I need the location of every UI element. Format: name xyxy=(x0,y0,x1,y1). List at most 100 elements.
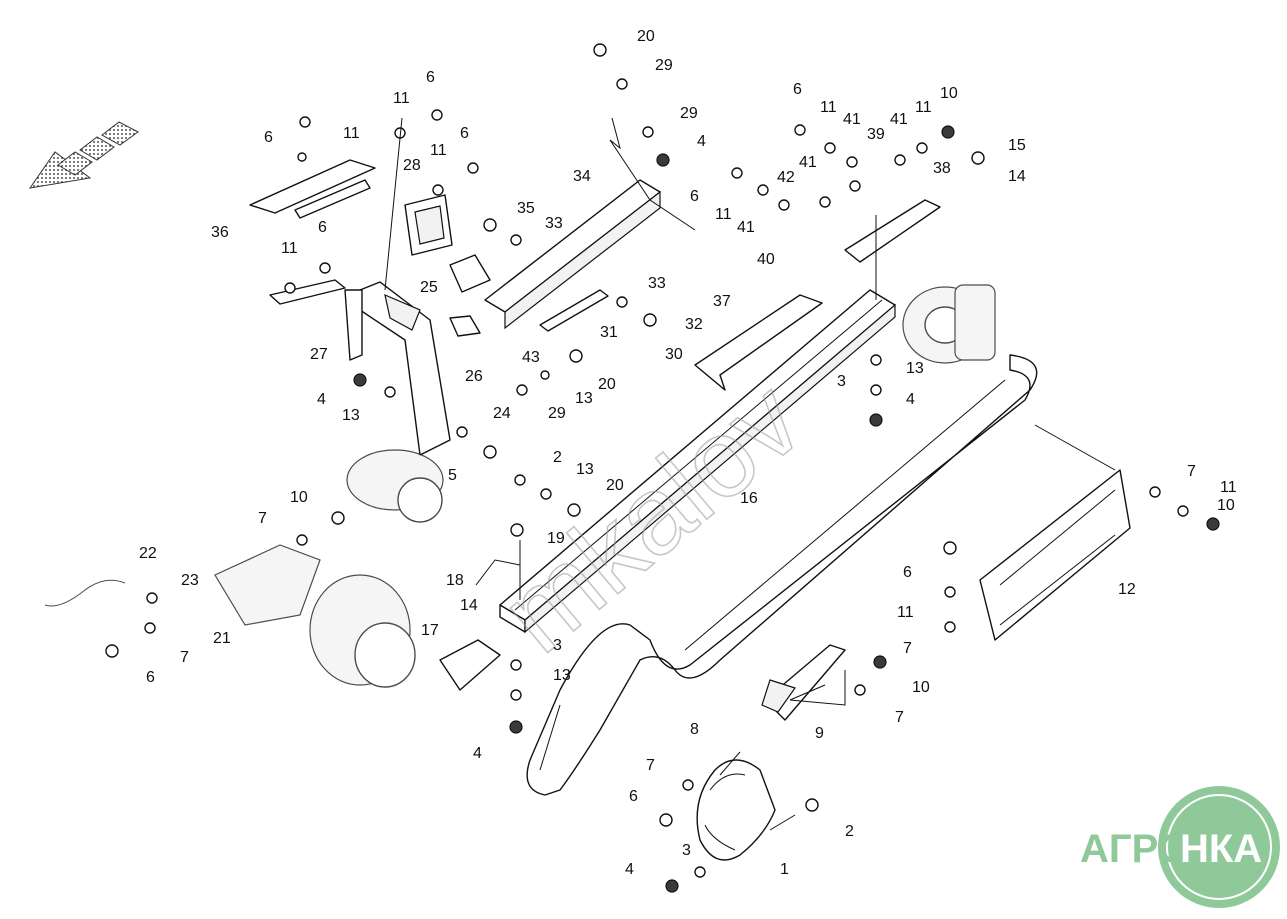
callout-label: 28 xyxy=(403,157,421,174)
callout-label: 20 xyxy=(606,477,624,494)
callout-label: 17 xyxy=(421,622,439,639)
callout-label: 24 xyxy=(493,405,511,422)
shield-parts xyxy=(439,199,1131,721)
plate-parts xyxy=(249,159,491,337)
callout-label: 10 xyxy=(290,489,308,506)
callout-label: 19 xyxy=(547,530,565,547)
callout-label: 33 xyxy=(545,215,563,232)
callout-label: 20 xyxy=(598,376,616,393)
callout-label: 6 xyxy=(793,81,802,98)
callout-label: 5 xyxy=(448,467,457,484)
upright-bracket-part xyxy=(344,281,451,456)
callout-label: 1 xyxy=(780,861,789,878)
callout-label: 21 xyxy=(213,630,231,647)
upper-beam-part xyxy=(484,179,661,332)
callout-label: 8 xyxy=(690,721,699,738)
callout-label: 14 xyxy=(460,597,478,614)
callout-label: 26 xyxy=(465,368,483,385)
callout-label: 4 xyxy=(697,133,706,150)
callout-label: 41 xyxy=(799,154,817,171)
callout-label: 29 xyxy=(680,105,698,122)
callout-label: 23 xyxy=(181,572,199,589)
fastener-set xyxy=(105,43,1220,893)
callout-label: 6 xyxy=(264,129,273,146)
callout-label: 30 xyxy=(665,346,683,363)
callout-label: 40 xyxy=(757,251,775,268)
callout-label: 14 xyxy=(1008,168,1026,185)
callout-label: 4 xyxy=(906,391,915,408)
callout-label: 11 xyxy=(820,99,837,116)
callout-label: 2 xyxy=(553,449,562,466)
callout-label: 7 xyxy=(1187,463,1196,480)
callout-label: 13 xyxy=(576,461,594,478)
travel-direction-arrow xyxy=(28,121,139,189)
callout-label: 35 xyxy=(517,200,535,217)
callout-label: 27 xyxy=(310,346,328,363)
logo-left-text: АГРО xyxy=(1080,827,1189,871)
callout-label: 11 xyxy=(393,90,410,107)
callout-label: 15 xyxy=(1008,137,1026,154)
callout-label: 6 xyxy=(629,788,638,805)
logo-right-text: НКА xyxy=(1180,827,1262,871)
callout-label: 37 xyxy=(713,293,731,310)
callout-label: 22 xyxy=(139,545,157,562)
leader-lines xyxy=(384,117,1116,831)
callout-label: 4 xyxy=(473,745,482,762)
callout-label: 11 xyxy=(281,240,298,257)
callout-label: 20 xyxy=(637,28,655,45)
callout-label: 36 xyxy=(211,224,229,241)
callout-label: 2 xyxy=(845,823,854,840)
callout-label: 38 xyxy=(933,160,951,177)
callout-label: 11 xyxy=(430,142,447,159)
callout-labels: 1 2 2 3 3 3 4 4 4 4 4 5 6 6 6 6 6 6 6 6 … xyxy=(139,28,1237,878)
callout-label: 11 xyxy=(915,99,932,116)
callout-label: 13 xyxy=(553,667,571,684)
callout-label: 13 xyxy=(906,360,924,377)
gear-housing-part xyxy=(696,759,776,861)
callout-label: 42 xyxy=(777,169,795,186)
callout-label: 10 xyxy=(940,85,958,102)
callout-label: 41 xyxy=(890,111,908,128)
callout-label: 11 xyxy=(1220,479,1237,496)
callout-label: 3 xyxy=(682,842,691,859)
callout-label: 25 xyxy=(420,279,438,296)
callout-label: 16 xyxy=(740,490,758,507)
callout-label: 4 xyxy=(317,391,326,408)
callout-label: 32 xyxy=(685,316,703,333)
watermark: mkalov xyxy=(478,357,826,677)
svg-text:mkalov: mkalov xyxy=(478,358,824,676)
callout-label: 6 xyxy=(426,69,435,86)
callout-label: 11 xyxy=(897,604,914,621)
agronka-logo: АГРО НКА xyxy=(1080,786,1280,908)
context-machinery xyxy=(44,284,996,688)
callout-label: 29 xyxy=(655,57,673,74)
callout-label: 7 xyxy=(895,709,904,726)
callout-label: 7 xyxy=(646,757,655,774)
callout-label: 18 xyxy=(446,572,464,589)
callout-label: 7 xyxy=(258,510,267,527)
callout-label: 4 xyxy=(625,861,634,878)
callout-label: 3 xyxy=(837,373,846,390)
callout-label: 39 xyxy=(867,126,885,143)
callout-label: 6 xyxy=(903,564,912,581)
callout-label: 41 xyxy=(737,219,755,236)
callout-label: 33 xyxy=(648,275,666,292)
drive-belt-part xyxy=(526,354,1038,796)
callout-label: 29 xyxy=(548,405,566,422)
callout-label: 12 xyxy=(1118,581,1136,598)
callout-label: 6 xyxy=(690,188,699,205)
callout-label: 11 xyxy=(715,206,732,223)
callout-label: 13 xyxy=(575,390,593,407)
callout-label: 9 xyxy=(815,725,824,742)
callout-label: 6 xyxy=(146,669,155,686)
callout-label: 10 xyxy=(1217,497,1235,514)
callout-label: 41 xyxy=(843,111,861,128)
callout-label: 31 xyxy=(600,324,618,341)
callout-label: 10 xyxy=(912,679,930,696)
callout-label: 6 xyxy=(460,125,469,142)
callout-label: 3 xyxy=(553,637,562,654)
callout-label: 7 xyxy=(180,649,189,666)
main-beam-part xyxy=(499,289,896,634)
callout-label: 7 xyxy=(903,640,912,657)
